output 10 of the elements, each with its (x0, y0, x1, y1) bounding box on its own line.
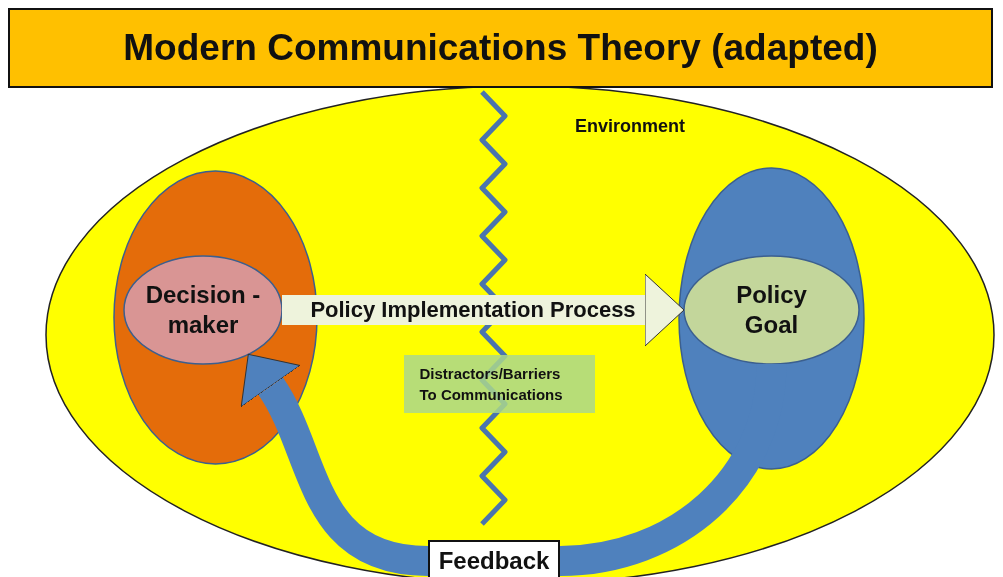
node-label: Feedback (438, 546, 550, 577)
arrow (282, 273, 685, 347)
note-box (404, 355, 595, 413)
environment-label: Environment (574, 115, 686, 138)
note-text: Distractors/Barriers To Communications (419, 364, 564, 405)
node-label: Policy Goal (735, 280, 808, 340)
node-label: Decision -maker (144, 280, 262, 340)
arrow (239, 352, 430, 576)
title-text: Modern Communications Theory (adapted) (123, 27, 878, 69)
feedback-box (428, 540, 560, 577)
